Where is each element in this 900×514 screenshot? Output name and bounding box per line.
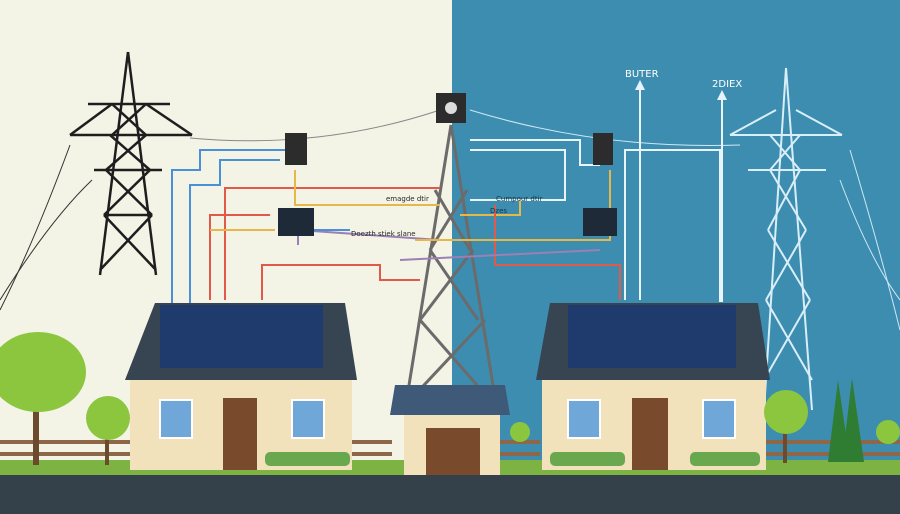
house-icon xyxy=(125,303,357,470)
top-label-1: BUTER xyxy=(625,69,659,80)
tree-icon xyxy=(876,420,900,444)
power-lines xyxy=(0,109,900,331)
flower-bed xyxy=(550,452,625,466)
arrow-up-icon xyxy=(717,90,727,100)
inverter-icon xyxy=(583,208,617,236)
fence-left xyxy=(0,440,392,456)
wire-label-1: emagde dtir xyxy=(386,195,429,203)
road xyxy=(0,475,900,514)
tree-icon xyxy=(842,378,864,462)
arrow-up-icon xyxy=(635,80,645,90)
garage-icon xyxy=(390,385,510,475)
wire-label-2: Cumpour dtir xyxy=(496,195,543,203)
meter-icon xyxy=(593,133,613,165)
top-label-2: 2DIEX xyxy=(712,79,743,90)
house-icon xyxy=(536,303,770,470)
meter-icon xyxy=(436,93,466,123)
tree-icon xyxy=(510,422,530,442)
inverter-icon xyxy=(278,208,314,236)
power-tower-icon xyxy=(69,51,193,276)
power-tower-icon xyxy=(729,67,843,411)
flower-bed xyxy=(265,452,350,466)
wires-right xyxy=(399,85,723,302)
flower-bed xyxy=(690,452,760,466)
wire-label-3: Dzes xyxy=(490,207,508,215)
meter-icon xyxy=(285,133,307,165)
wire-label-4: Doezth stiek slane xyxy=(351,230,416,238)
tree-icon xyxy=(764,390,808,463)
tree-icon xyxy=(0,332,86,465)
tree-icon xyxy=(86,396,130,465)
